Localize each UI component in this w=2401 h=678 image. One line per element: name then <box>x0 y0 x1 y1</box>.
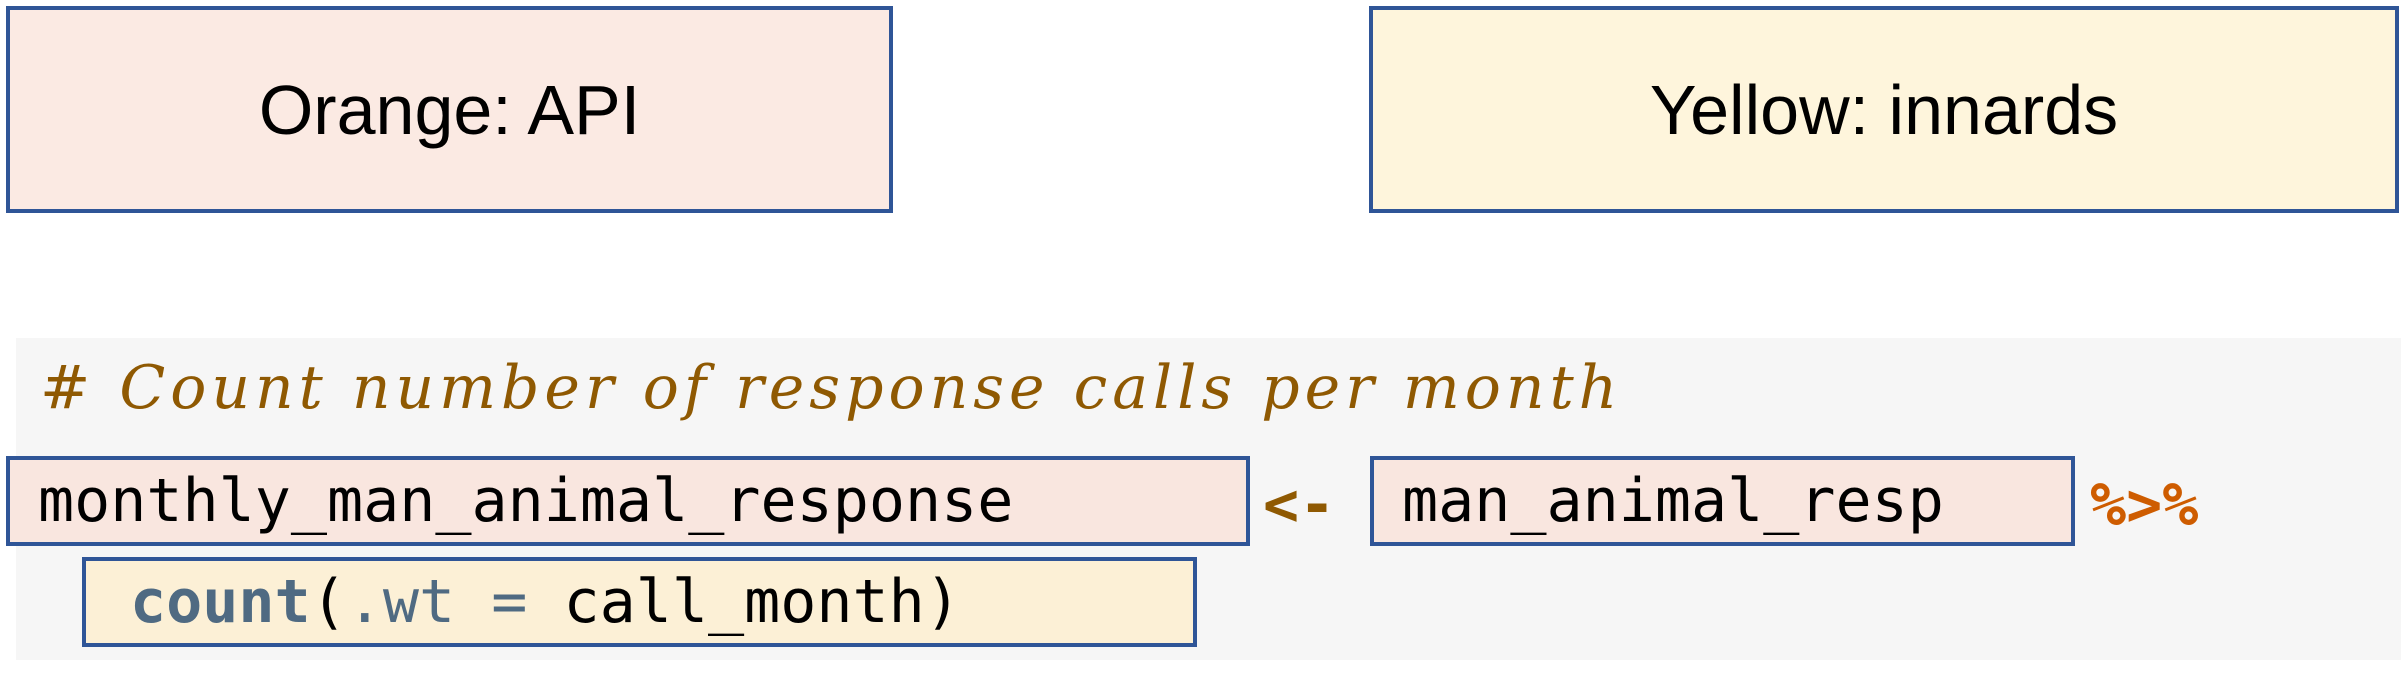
legend-yellow-innards: Yellow: innards <box>1369 6 2399 213</box>
argument-name: .wt <box>346 567 456 637</box>
count-function: count <box>130 567 311 637</box>
highlight-source-variable: man_animal_resp <box>1370 456 2075 546</box>
equals-sign: = <box>455 567 564 637</box>
legend-orange-label: Orange: API <box>258 70 641 149</box>
legend-yellow-label: Yellow: innards <box>1649 70 2119 149</box>
pipe-operator: %>% <box>2090 470 2199 540</box>
highlight-target-variable: monthly_man_animal_response <box>6 456 1250 546</box>
highlight-count-call: count(.wt = call_month) <box>82 557 1197 647</box>
source-variable: man_animal_resp <box>1402 466 1944 536</box>
legend-orange-api: Orange: API <box>6 6 893 213</box>
argument-value: call_month <box>563 567 925 637</box>
target-variable: monthly_man_animal_response <box>38 466 1014 536</box>
assignment-operator: <- <box>1263 470 1336 540</box>
paren-open: ( <box>310 567 347 637</box>
paren-close: ) <box>924 567 961 637</box>
code-comment: # Count number of response calls per mon… <box>40 353 1623 423</box>
